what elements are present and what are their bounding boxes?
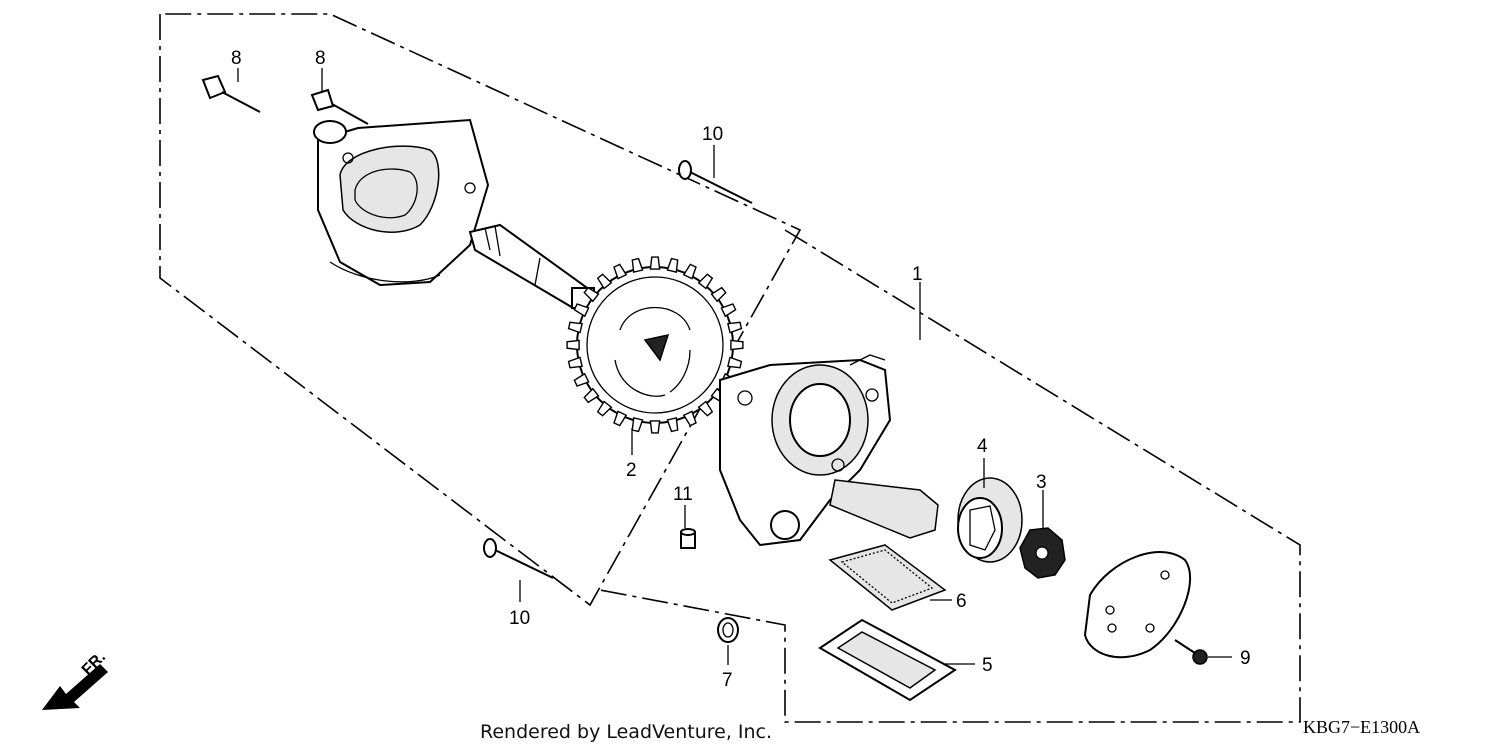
pump-body <box>719 354 939 547</box>
diagram-code: KBG7−E1300A <box>1303 717 1420 737</box>
pump-cover <box>313 118 490 287</box>
callout-2: 2 <box>626 460 637 481</box>
pump-shaft <box>468 223 597 314</box>
gear-tooth <box>666 257 679 273</box>
rendered-by-footer: Rendered by LeadVenture, Inc. <box>480 721 772 743</box>
callout-4: 4 <box>977 436 988 457</box>
gear-tooth <box>631 417 644 433</box>
callout-7: 7 <box>722 670 733 691</box>
dowel-pin-11 <box>680 528 696 549</box>
gear-tooth <box>727 321 743 334</box>
gear-tooth <box>720 303 737 318</box>
callout-11: 11 <box>673 484 693 505</box>
gear-tooth <box>631 257 644 273</box>
gear-tooth <box>682 263 697 280</box>
gear-tooth <box>730 339 744 351</box>
bolt-8-right <box>310 88 369 125</box>
strainer-seal <box>818 618 957 702</box>
gear-tooth <box>596 400 613 417</box>
gear-tooth <box>567 321 583 334</box>
callout-5: 5 <box>982 655 993 676</box>
gear-tooth <box>613 410 628 427</box>
group-outline-left <box>159 13 802 607</box>
gear-tooth <box>649 420 661 434</box>
o-ring-7 <box>717 617 739 643</box>
callout-6: 6 <box>956 591 967 612</box>
callout-10-upper: 10 <box>702 124 723 145</box>
gear-tooth <box>573 303 590 318</box>
callout-8-right: 8 <box>315 48 326 69</box>
gear-tooth <box>697 273 714 290</box>
leader-lines <box>237 68 1232 665</box>
oil-strainer-screen <box>828 544 947 611</box>
bolt-8-left <box>201 74 261 113</box>
gear-tooth <box>567 356 583 369</box>
gear-tooth <box>583 286 600 303</box>
gear-tooth <box>727 356 743 369</box>
gear-tooth <box>649 256 661 270</box>
inner-rotor <box>1019 527 1066 579</box>
screw-9 <box>1174 639 1208 665</box>
gear-tooth <box>573 372 590 387</box>
gear-tooth <box>566 339 580 351</box>
gear-tooth <box>697 400 714 417</box>
gear-tooth <box>710 286 727 303</box>
callout-3: 3 <box>1036 472 1047 493</box>
gear-tooth <box>613 263 628 280</box>
gear-tooth <box>596 273 613 290</box>
outer-rotor <box>957 477 1023 563</box>
bolt-10-upper <box>678 160 753 204</box>
front-direction-arrow-icon: FR. <box>42 649 109 710</box>
callout-9: 9 <box>1240 648 1251 669</box>
callout-8-left: 8 <box>231 48 242 69</box>
gear-tooth <box>666 417 679 433</box>
callout-10-lower: 10 <box>509 608 530 629</box>
pump-driven-gear <box>566 256 744 434</box>
gear-tooth <box>583 387 600 404</box>
gear-tooth <box>682 410 697 427</box>
pump-end-plate <box>1083 551 1191 659</box>
callout-1: 1 <box>912 264 923 285</box>
bolt-10-lower <box>483 538 554 579</box>
